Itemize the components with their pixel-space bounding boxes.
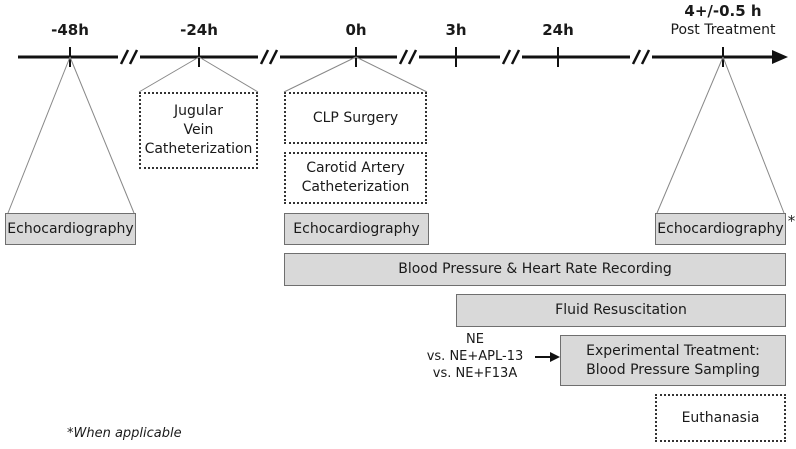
echocardiography-box-baseline: Echocardiography (5, 213, 136, 245)
blood-pressure-sampling-line: Blood Pressure Sampling (586, 361, 760, 378)
tick-sublabel-post-treatment: Post Treatment (670, 22, 776, 38)
experimental-treatment-box: Experimental Treatment: Blood Pressure S… (560, 335, 786, 386)
footnote: *When applicable (67, 426, 182, 441)
carotid-artery-catheterization-box: Carotid Artery Catheterization (284, 152, 427, 204)
axis-break (258, 49, 280, 65)
tick-label-24h: 24h (542, 21, 574, 39)
treatment-arrowhead (550, 352, 560, 362)
vein-line: Vein (183, 122, 214, 138)
tick-label-post-treatment: 4+/-0.5 h (684, 2, 762, 20)
fluid-resuscitation-bar: Fluid Resuscitation (456, 294, 786, 327)
echocardiography-box-post-treatment: Echocardiography (655, 213, 786, 245)
blood-pressure-heart-rate-recording-bar: Blood Pressure & Heart Rate Recording (284, 253, 786, 286)
catheterization-line: Catheterization (301, 179, 410, 195)
axis-break (118, 49, 140, 65)
axis-break (397, 49, 419, 65)
experimental-treatment-line: Experimental Treatment: (586, 342, 760, 359)
clp-surgery-label: CLP Surgery (312, 109, 399, 126)
treatment-groups: NE vs. NE+APL-13 vs. NE+F13A (420, 331, 530, 382)
jugular-vein-catheterization-box: Jugular Vein Catheterization (139, 92, 258, 169)
euthanasia-label: Euthanasia (681, 409, 760, 426)
axis-arrowhead (772, 50, 788, 64)
fluid-resuscitation-label: Fluid Resuscitation (555, 302, 687, 318)
echocardiography-label: Echocardiography (293, 220, 420, 237)
catheterization-line: Catheterization (144, 141, 253, 157)
treatment-ne-f13a: vs. NE+F13A (432, 366, 518, 381)
bp-recording-label: Blood Pressure & Heart Rate Recording (398, 261, 672, 277)
tick-label-0h: 0h (345, 21, 367, 39)
echocardiography-box-0h: Echocardiography (284, 213, 429, 245)
callout-lines (7, 56, 785, 214)
treatment-ne: NE (466, 332, 484, 347)
clp-surgery-box: CLP Surgery (284, 92, 427, 144)
echocardiography-label: Echocardiography (7, 220, 134, 237)
applicable-asterisk: * (787, 212, 796, 230)
tick-label-3h: 3h (445, 21, 467, 39)
axis-break (500, 49, 522, 65)
jugular-line: Jugular (173, 103, 223, 119)
tick-label-minus48h: -48h (51, 21, 89, 39)
euthanasia-box: Euthanasia (655, 394, 786, 442)
axis-break (630, 49, 652, 65)
carotid-artery-line: Carotid Artery (306, 160, 405, 176)
tick-label-minus24h: -24h (180, 21, 218, 39)
treatment-ne-apl13: vs. NE+APL-13 (426, 349, 524, 364)
echocardiography-label: Echocardiography (657, 220, 784, 237)
